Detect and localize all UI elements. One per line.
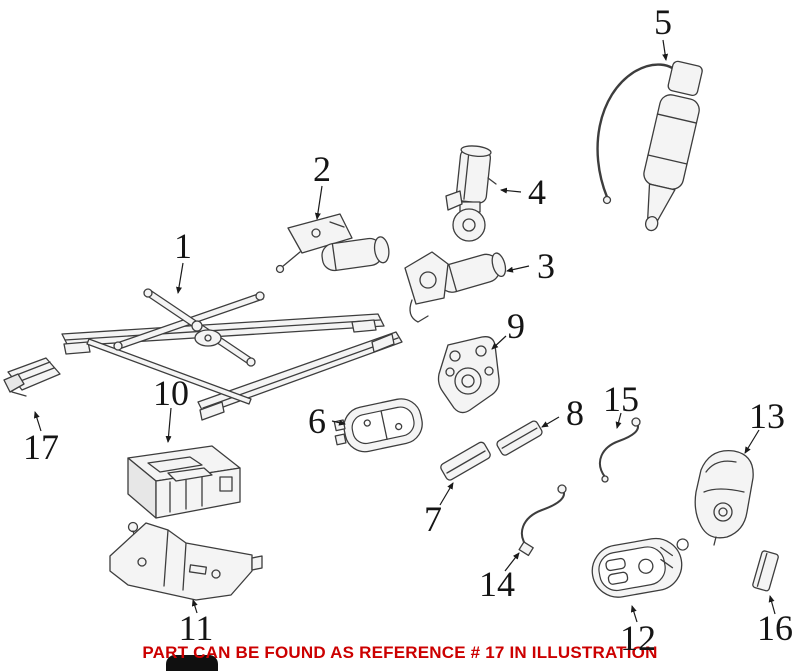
part-4-drawing — [445, 145, 497, 242]
part-label-15: 15 — [603, 379, 639, 419]
leader-arrow-8 — [541, 416, 560, 428]
part-label-14: 14 — [479, 564, 515, 604]
part-label-3: 3 — [537, 246, 555, 286]
leader-arrow-7 — [439, 482, 454, 506]
part-label-1: 1 — [174, 226, 192, 266]
leader-arrow-3 — [506, 265, 530, 273]
part-10-drawing — [127, 445, 241, 519]
part-label-17: 17 — [23, 427, 59, 467]
part-label-6: 6 — [308, 401, 326, 441]
part-15-drawing — [599, 417, 641, 483]
part-label-5: 5 — [654, 2, 672, 42]
leader-arrow-2 — [314, 185, 323, 220]
part-6-drawing — [333, 398, 423, 453]
leader-arrow-9 — [491, 335, 507, 350]
part-17-drawing — [3, 357, 61, 397]
part-9-drawing — [437, 336, 500, 414]
leader-arrow-6 — [331, 419, 346, 426]
caption-text: PART CAN BE FOUND AS REFERENCE # 17 IN I… — [142, 643, 658, 662]
part-label-10: 10 — [153, 373, 189, 413]
part-label-16: 16 — [757, 608, 793, 648]
part-11-drawing — [109, 521, 263, 601]
part-3-drawing — [404, 251, 507, 323]
part-label-12: 12 — [620, 618, 656, 658]
leader-arrow-4 — [500, 187, 522, 194]
leader-arrow-11 — [191, 599, 198, 614]
leader-arrow-1 — [176, 262, 184, 294]
part-label-9: 9 — [507, 306, 525, 346]
part-label-8: 8 — [566, 393, 584, 433]
part-1-drawing — [61, 288, 403, 421]
part-label-7: 7 — [424, 499, 442, 539]
watermark-fragment — [166, 655, 218, 671]
part-label-13: 13 — [749, 396, 785, 436]
leader-arrow-10 — [165, 407, 172, 443]
part-label-11: 11 — [178, 608, 214, 648]
leader-arrow-14 — [504, 552, 520, 572]
part-7-drawing — [440, 441, 491, 481]
part-5-drawing — [596, 60, 703, 232]
part-14-drawing — [518, 484, 567, 557]
leader-arrow-12 — [630, 605, 638, 623]
leader-arrow-16 — [768, 595, 776, 615]
part-label-4: 4 — [528, 172, 546, 212]
part-16-drawing — [752, 550, 779, 592]
part-label-2: 2 — [313, 149, 331, 189]
leader-arrow-13 — [744, 429, 760, 454]
part-8-drawing — [496, 420, 543, 456]
leader-arrow-5 — [662, 39, 669, 61]
leader-arrow-15 — [615, 412, 622, 429]
part-12-drawing — [591, 537, 689, 598]
part-2-drawing — [275, 213, 390, 274]
leader-arrows — [33, 39, 776, 623]
leader-arrow-17 — [33, 411, 42, 432]
part-13-drawing — [694, 449, 754, 546]
